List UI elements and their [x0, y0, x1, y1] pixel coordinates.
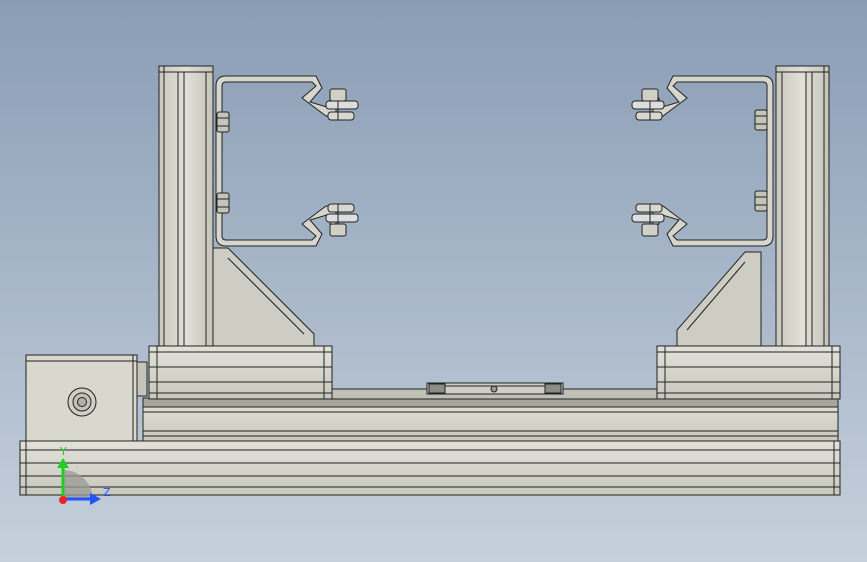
- clamp-screw-upper-right[interactable]: [631, 88, 665, 121]
- motor-box[interactable]: [25, 354, 148, 442]
- left-column-assembly[interactable]: [148, 65, 359, 400]
- triad-z-label: Z: [103, 486, 111, 499]
- triad-y-label: Y: [59, 445, 67, 458]
- clamp-screw-lower-left[interactable]: [325, 203, 359, 237]
- clamp-screw-lower-right[interactable]: [631, 203, 665, 237]
- upper-linear-rail[interactable]: [142, 388, 839, 442]
- triad-z-arrowhead: [90, 493, 101, 505]
- triad-origin: [59, 496, 67, 504]
- triad-y-arrowhead: [57, 458, 69, 468]
- triad-xy-plane: [63, 470, 93, 500]
- center-carriage[interactable]: [426, 382, 564, 395]
- clamp-screw-upper-left[interactable]: [325, 88, 359, 121]
- axis-triad: Y Z: [57, 445, 111, 505]
- right-column-assembly[interactable]: [631, 65, 841, 400]
- base-rail[interactable]: [19, 440, 841, 496]
